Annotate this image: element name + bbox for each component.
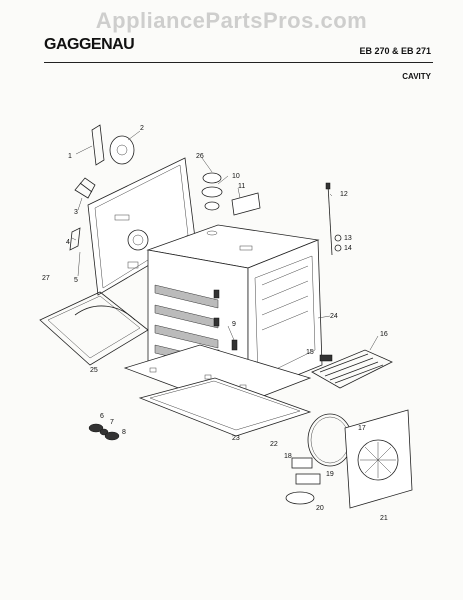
callout-24: 24 (330, 313, 338, 320)
callout-18: 18 (284, 453, 292, 460)
terminal-block (231, 192, 261, 216)
thermostat-knob (202, 172, 222, 184)
callout-5: 5 (74, 277, 78, 284)
callout-9: 9 (232, 321, 236, 328)
callout-15: 15 (306, 349, 314, 356)
callout-7: 7 (110, 419, 114, 426)
lamp-holder (295, 473, 321, 485)
callout-1: 1 (68, 153, 72, 160)
callout-11: 11 (238, 183, 245, 190)
watermark: AppliancePartsPros.com (95, 8, 368, 33)
base-frame (39, 291, 149, 366)
callout-14: 14 (344, 245, 352, 252)
callout-26: 26 (196, 153, 204, 160)
callout-10: 10 (232, 173, 240, 180)
header-rule (44, 62, 433, 63)
callout-4: 4 (66, 239, 70, 246)
callout-23: 23 (232, 435, 240, 442)
callout-16: 16 (380, 331, 388, 338)
brand-logo: GAGGENAU (44, 36, 135, 53)
callout-27: 27 (42, 275, 50, 282)
fan-blade (74, 177, 96, 199)
callout-3: 3 (74, 209, 78, 216)
section-title: CAVITY (402, 72, 431, 81)
callout-12: 12 (340, 191, 348, 198)
callout-2: 2 (140, 125, 144, 132)
door-switch (231, 339, 238, 351)
callout-19: 19 (326, 471, 334, 478)
motor-bracket (91, 124, 105, 166)
clip-7 (99, 428, 109, 436)
clip-6 (88, 423, 104, 433)
callout-21: 21 (380, 515, 388, 522)
model-number: EB 270 & EB 271 (359, 46, 431, 56)
callout-6: 6 (100, 413, 104, 420)
lamp-lens (291, 457, 313, 469)
callout-13: 13 (344, 235, 352, 242)
fan-motor (109, 135, 135, 165)
element-clip (69, 227, 81, 251)
callout-8: 8 (122, 429, 126, 436)
callout-20: 20 (316, 505, 324, 512)
clip-8 (104, 431, 120, 441)
callout-22: 22 (270, 441, 278, 448)
support-rod (327, 184, 333, 256)
cavity-front (247, 239, 323, 396)
bottom-plate (138, 377, 312, 437)
callout-17: 17 (358, 425, 366, 432)
callout-25: 25 (90, 367, 98, 374)
lamp-gasket (285, 491, 315, 505)
fan-cover (344, 409, 413, 509)
grill-element (311, 349, 393, 389)
